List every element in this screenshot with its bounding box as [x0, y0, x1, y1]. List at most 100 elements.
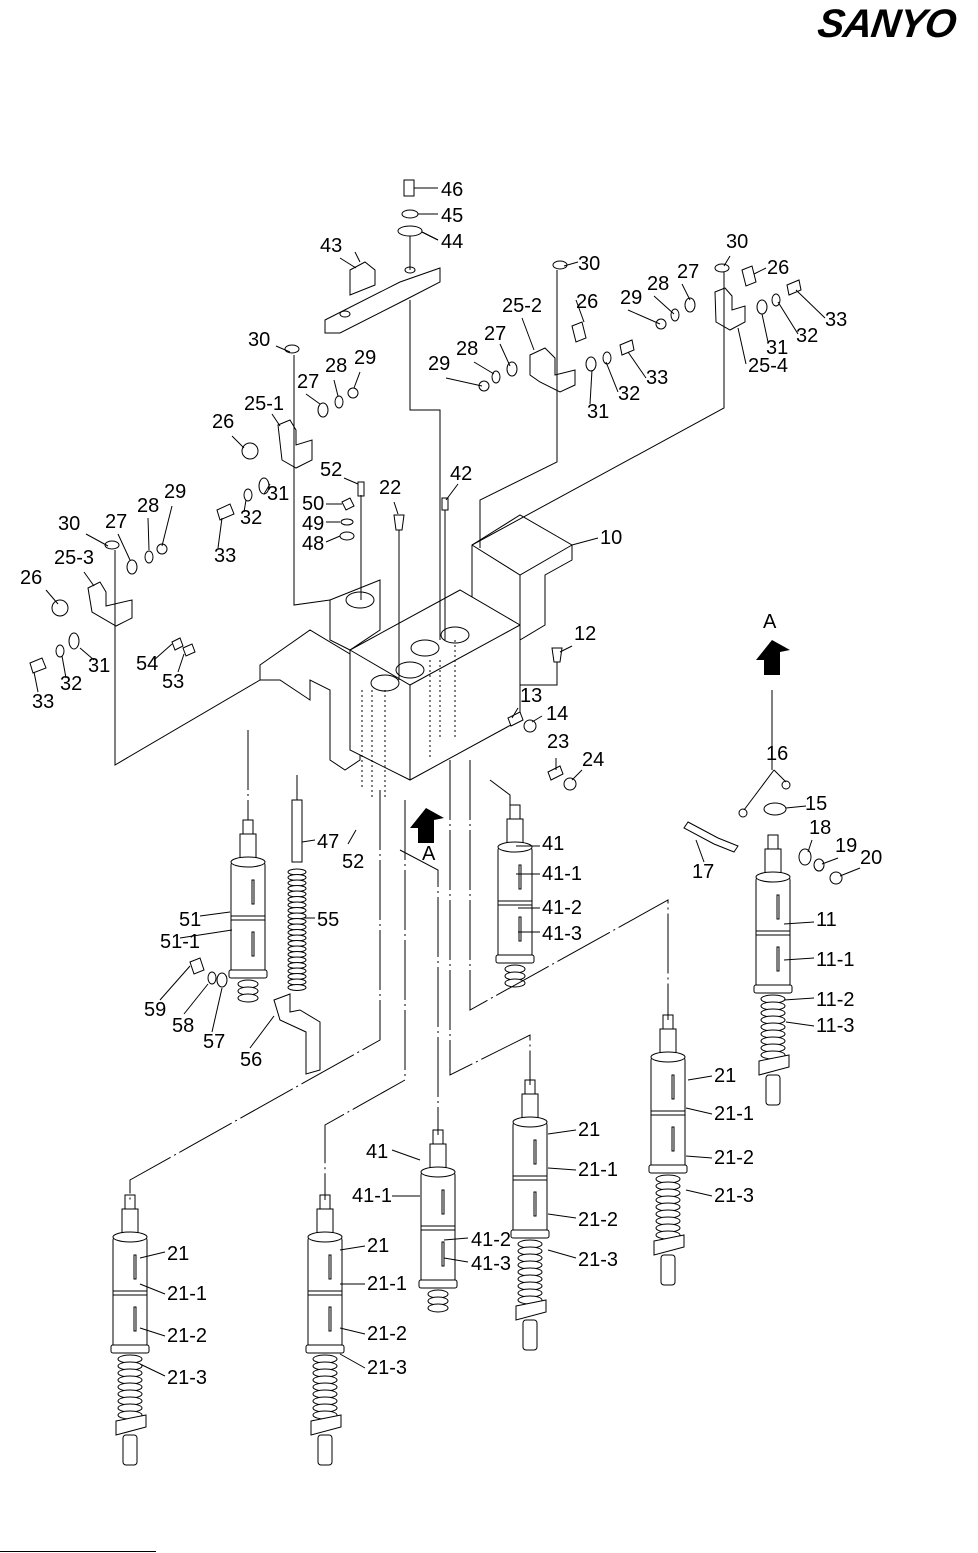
leader-line [391, 1149, 421, 1161]
leader-line [521, 317, 535, 351]
callout-label-26: 26 [20, 567, 42, 589]
main-frame-part-10 [259, 514, 573, 800]
callout-label-47: 47 [317, 831, 339, 853]
bracket-25-3 [29, 540, 261, 766]
callout-labels: 46454443302625-2272829313233302627282931… [20, 179, 882, 1389]
leader-line [339, 257, 357, 269]
leader-line [159, 965, 191, 1001]
leader-line [807, 839, 813, 853]
callout-label-A: A [763, 611, 777, 633]
callout-label-57: 57 [203, 1031, 225, 1053]
leader-line [339, 1327, 366, 1335]
callout-label-13: 13 [520, 685, 542, 707]
callout-label-33: 33 [825, 309, 847, 331]
callout-label-51: 51 [179, 909, 201, 931]
callout-label-52: 52 [320, 459, 342, 481]
callout-label-21-1: 21-1 [714, 1103, 754, 1125]
leader-line [681, 283, 691, 301]
leader-line [117, 533, 131, 561]
callout-label-48: 48 [302, 533, 324, 555]
callout-label-28: 28 [647, 273, 669, 295]
callout-label-41: 41 [366, 1141, 388, 1163]
leader-line [563, 261, 579, 267]
leader-line [589, 369, 593, 405]
leader-line [685, 1155, 713, 1159]
leader-line [605, 361, 619, 393]
leader-line [685, 1189, 713, 1197]
valve-assembly-41-lower [418, 1129, 458, 1313]
callout-label-32: 32 [60, 673, 82, 695]
leader-line [199, 911, 231, 917]
callout-label-44: 44 [441, 231, 463, 253]
callout-label-11-2: 11-2 [816, 989, 855, 1011]
leader-line [45, 589, 59, 605]
footer-rule [0, 1551, 156, 1552]
callout-label-33: 33 [646, 367, 668, 389]
callout-label-19: 19 [835, 835, 857, 857]
callout-label-29: 29 [354, 347, 376, 369]
callout-label-27: 27 [677, 261, 699, 283]
callout-label-16: 16 [766, 743, 788, 765]
callout-label-A: A [422, 843, 436, 865]
leader-line [139, 1327, 166, 1337]
leader-line [85, 533, 109, 547]
spring-coil [287, 984, 307, 991]
leader-line [547, 1167, 577, 1171]
callout-label-41-3: 41-3 [471, 1253, 511, 1275]
callout-label-43: 43 [320, 235, 342, 257]
callout-label-21-2: 21-2 [714, 1147, 754, 1169]
callout-label-21-3: 21-3 [578, 1249, 618, 1271]
callout-label-28: 28 [137, 495, 159, 517]
callout-label-28: 28 [456, 338, 478, 360]
callout-label-30: 30 [578, 253, 600, 275]
leader-line [343, 477, 359, 485]
leader-line [687, 1075, 713, 1081]
callout-label-21: 21 [578, 1119, 600, 1141]
leader-line [217, 517, 223, 549]
leader-line [653, 295, 675, 315]
leader-line [627, 351, 647, 379]
leader-line [473, 361, 495, 375]
callout-label-21-2: 21-2 [578, 1209, 618, 1231]
bracket-25-4 [471, 263, 802, 546]
leader-line [445, 377, 483, 387]
callout-label-25-3: 25-3 [54, 547, 94, 569]
callout-label-21-1: 21-1 [578, 1159, 618, 1181]
callout-label-17: 17 [692, 861, 714, 883]
callout-label-25-4: 25-4 [748, 355, 788, 377]
leader-line [547, 1213, 577, 1219]
leader-line [571, 537, 599, 546]
callout-label-45: 45 [441, 205, 463, 227]
callout-label-49: 49 [302, 513, 324, 535]
plate-part-43 [324, 179, 441, 640]
callout-label-28: 28 [325, 355, 347, 377]
leader-line [183, 983, 209, 1015]
leader-line [33, 671, 39, 693]
leader-line [785, 1021, 815, 1027]
leader-line [777, 301, 799, 335]
leader-line [723, 255, 731, 267]
leader-line [499, 343, 511, 367]
callout-label-53: 53 [162, 671, 184, 693]
callout-label-10: 10 [600, 527, 622, 549]
view-arrow-a-center [410, 808, 444, 843]
leader-line [347, 829, 357, 845]
callout-label-21-3: 21-3 [714, 1185, 754, 1207]
callout-label-31: 31 [587, 401, 609, 423]
callout-label-29: 29 [620, 287, 642, 309]
callout-label-29: 29 [164, 481, 186, 503]
callout-label-30: 30 [726, 231, 748, 253]
callout-label-24: 24 [582, 749, 604, 771]
callout-label-33: 33 [32, 691, 54, 713]
callout-label-21-3: 21-3 [167, 1367, 207, 1389]
leader-line [753, 267, 767, 275]
leader-line [305, 393, 321, 405]
leader-line [147, 517, 150, 551]
leader-line [695, 839, 705, 863]
callout-label-26: 26 [576, 291, 598, 313]
callout-label-26: 26 [212, 411, 234, 433]
callout-label-31: 31 [88, 655, 110, 677]
bracket-25-2 [478, 260, 635, 548]
callout-label-18: 18 [809, 817, 831, 839]
leader-line [339, 1353, 366, 1369]
